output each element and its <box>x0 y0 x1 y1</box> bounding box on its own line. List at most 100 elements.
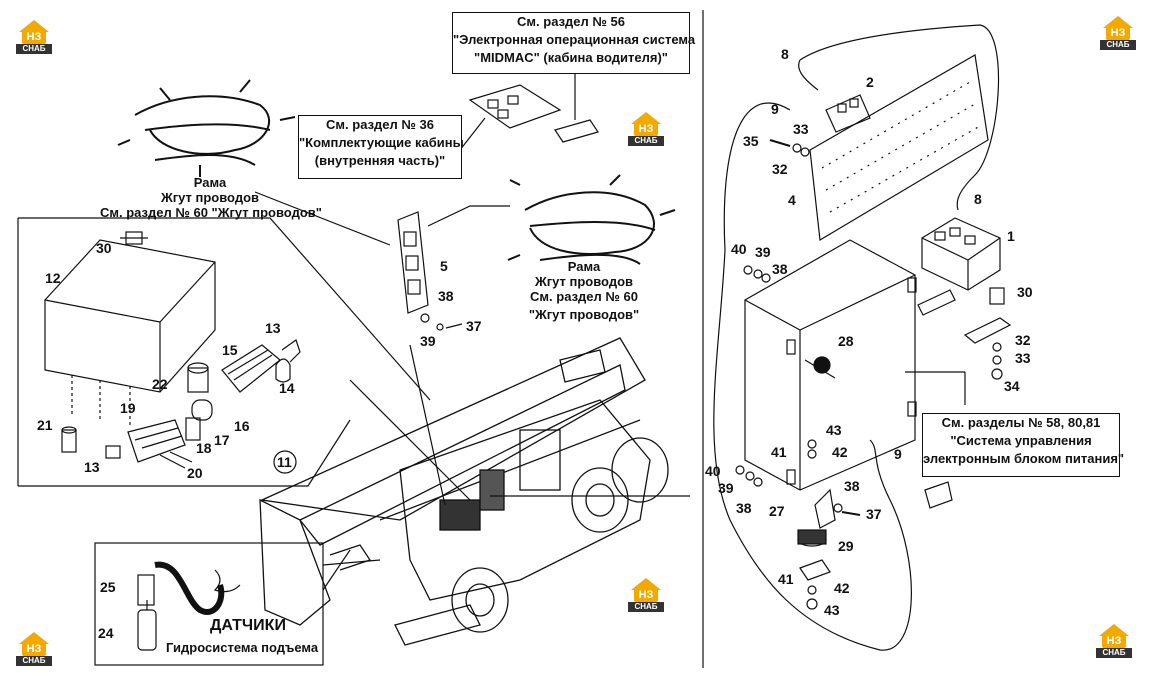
end-plate-14 <box>275 358 291 383</box>
end-cap-16 <box>191 399 213 421</box>
item-circle-11 <box>273 450 297 474</box>
part-number-37: 37 <box>866 506 882 522</box>
nzsnab-logo-center-top: НЗ СНАБ <box>628 112 664 146</box>
nzsnab-logo-bottom-right: НЗ СНАБ <box>1096 624 1132 658</box>
caption-line: См. раздел № 60 <box>530 289 638 304</box>
part-number-9: 9 <box>771 101 779 117</box>
mount-30-right <box>989 287 1005 305</box>
logo-caption: СНАБ <box>1096 648 1132 658</box>
sensors-title: ДАТЧИКИ <box>210 617 286 634</box>
plate-5 <box>397 211 429 314</box>
part-number-32: 32 <box>1015 332 1031 348</box>
house-icon <box>19 20 49 32</box>
nut-34 <box>991 368 1003 380</box>
washer-33-right <box>992 355 1002 365</box>
left-panel-frame-bottom <box>18 419 351 487</box>
part-number-8: 8 <box>974 191 982 207</box>
harness-left <box>117 79 296 177</box>
part-number-32: 32 <box>772 161 788 177</box>
part-number-16: 16 <box>234 418 250 434</box>
harness-right <box>507 174 676 265</box>
washer-38-top <box>761 273 771 283</box>
logo-mark: НЗ <box>1102 634 1126 648</box>
part-number-33: 33 <box>1015 350 1031 366</box>
washer-33-top <box>792 143 802 153</box>
control-box-12 <box>44 239 216 425</box>
part-number-1: 1 <box>1007 228 1015 244</box>
relay-block-19 <box>127 419 186 463</box>
logo-caption: СНАБ <box>16 656 52 666</box>
anti-vibration-mount-29 <box>797 529 827 547</box>
callout-section-36: См. раздел № 36 "Комплектующие кабины (в… <box>298 115 464 179</box>
part-number-40: 40 <box>731 241 747 257</box>
sensor-wires <box>213 569 241 593</box>
part-number-5: 5 <box>440 258 448 274</box>
part-number-8: 8 <box>781 46 789 62</box>
part-number-4: 4 <box>788 192 796 208</box>
nut-43-bottom <box>806 598 818 610</box>
callout-line: См. разделы № 58, 80,81 <box>941 415 1101 430</box>
screw-37-right <box>841 511 861 516</box>
part-number-24: 24 <box>98 625 114 641</box>
part-number-14: 14 <box>279 380 295 396</box>
logo-mark: НЗ <box>634 588 658 602</box>
logo-mark: НЗ <box>634 122 658 136</box>
callout-line: электронным блоком питания" <box>923 451 1125 466</box>
washer-38-bracket <box>833 503 843 513</box>
washer-38-left <box>436 323 444 331</box>
top-panel <box>468 84 562 129</box>
part-number-34: 34 <box>1004 378 1020 394</box>
callout-line: "MIDMAC" (кабина водителя)" <box>474 50 668 65</box>
wires-20 <box>159 451 193 469</box>
bracket-top <box>917 289 956 316</box>
caption-line: См. раздел № 60 "Жгут проводов" <box>100 205 322 220</box>
part-number-43: 43 <box>824 602 840 618</box>
part-number-41: 41 <box>771 444 787 460</box>
washer-39-top <box>753 269 763 279</box>
part-number-33: 33 <box>793 121 809 137</box>
clip-13-bottom <box>105 445 121 459</box>
nzsnab-logo-top-right: НЗ СНАБ <box>1100 16 1136 50</box>
electrical-cabinet <box>744 239 917 491</box>
part-number-35: 35 <box>743 133 759 149</box>
washer-42-bottom <box>807 585 817 595</box>
part-number-20: 20 <box>187 465 203 481</box>
part-number-39: 39 <box>718 480 734 496</box>
part-number-27: 27 <box>769 503 785 519</box>
house-icon <box>631 578 661 590</box>
part-number-38: 38 <box>772 261 788 277</box>
logo-caption: СНАБ <box>16 44 52 54</box>
callout-line: "Электронная операционная система <box>453 32 696 47</box>
part-number-38: 38 <box>844 478 860 494</box>
nut-40-bottom <box>735 465 745 475</box>
logo-caption: СНАБ <box>1100 40 1136 50</box>
part-number-41: 41 <box>778 571 794 587</box>
caption-line: Рама <box>193 175 227 190</box>
part-number-37: 37 <box>466 318 482 334</box>
callout-line: (внутренняя часть)" <box>314 153 446 168</box>
gland-21 <box>61 426 77 453</box>
clip-13-top <box>281 339 301 363</box>
sensor-24 <box>137 600 157 651</box>
caption-line: "Жгут проводов" <box>528 307 640 322</box>
part-number-29: 29 <box>838 538 854 554</box>
callout-line: См. раздел № 56 <box>517 14 625 29</box>
caption-line: Жгут проводов <box>534 274 634 289</box>
part-number-39: 39 <box>420 333 436 349</box>
connector-2 <box>825 94 871 133</box>
cable-9 <box>713 102 912 651</box>
bracket-bottom <box>924 481 953 509</box>
part-number-13: 13 <box>84 459 100 475</box>
caption-line: Рама <box>567 259 601 274</box>
part-number-18: 18 <box>196 440 212 456</box>
part-number-9: 9 <box>894 446 902 462</box>
cable-8 <box>799 24 1000 211</box>
plate-17 <box>185 417 201 441</box>
washer-39-bottom <box>745 471 755 481</box>
house-icon <box>1103 16 1133 28</box>
part-number-38: 38 <box>438 288 454 304</box>
part-number-42: 42 <box>832 444 848 460</box>
house-icon <box>19 632 49 644</box>
part-number-22: 22 <box>152 376 168 392</box>
